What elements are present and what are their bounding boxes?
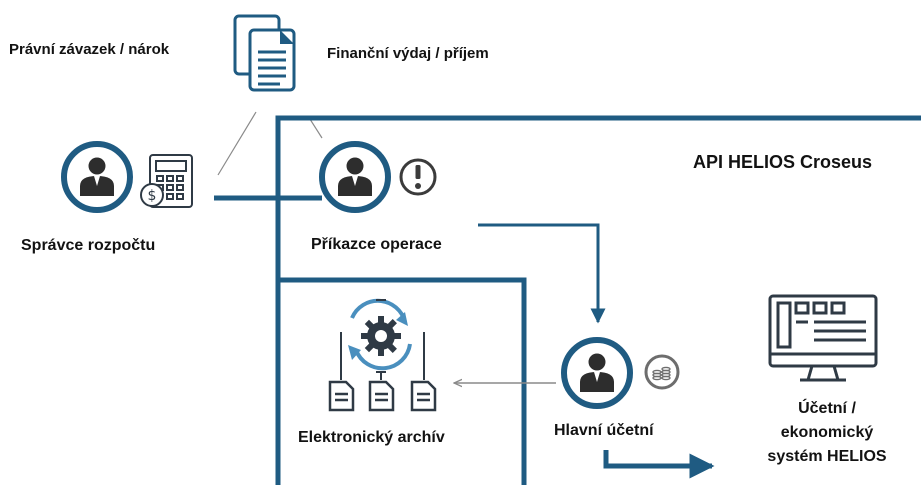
system-title: API HELIOS Croseus: [693, 152, 873, 172]
api-boundary-inner: [278, 277, 527, 485]
calculator-icon: $: [140, 154, 193, 208]
accounting-system-label-line2: ekonomický: [780, 424, 874, 441]
operation-authorizer-label: Příkazce operace: [311, 236, 442, 253]
coins-icon: [644, 354, 680, 390]
flow-accountant-to-helios: [603, 450, 715, 479]
accounting-system-label-line3: systém HELIOS: [767, 448, 887, 465]
gear-sync-icon: [348, 298, 412, 371]
electronic-archive-label: Elektronický archív: [298, 429, 445, 446]
operation-authorizer-avatar: [319, 141, 391, 213]
documents-icon: [233, 14, 296, 92]
api-boundary-line: [275, 115, 921, 485]
flow-authorizer-to-accountant: [478, 223, 606, 324]
legal-commitment-label: Právní závazek / nárok: [9, 41, 170, 58]
archive-documents-icon: [328, 380, 437, 412]
chief-accountant-avatar: [561, 337, 633, 409]
accounting-system-label: Účetní / ekonomický systém HELIOS: [752, 397, 902, 469]
financial-expense-label: Finanční výdaj / příjem: [327, 45, 489, 62]
chief-accountant-label: Hlavní účetní: [554, 422, 654, 439]
monitor-icon: [768, 294, 878, 382]
budget-manager-avatar: [61, 141, 133, 213]
budget-manager-label: Správce rozpočtu: [21, 237, 156, 254]
svg-text:$: $: [148, 188, 157, 204]
exclamation-icon: [399, 158, 437, 196]
accounting-system-label-line1: Účetní /: [798, 400, 856, 417]
connector-docs-to-budget: [217, 111, 257, 176]
archive-connectors: [340, 299, 425, 380]
